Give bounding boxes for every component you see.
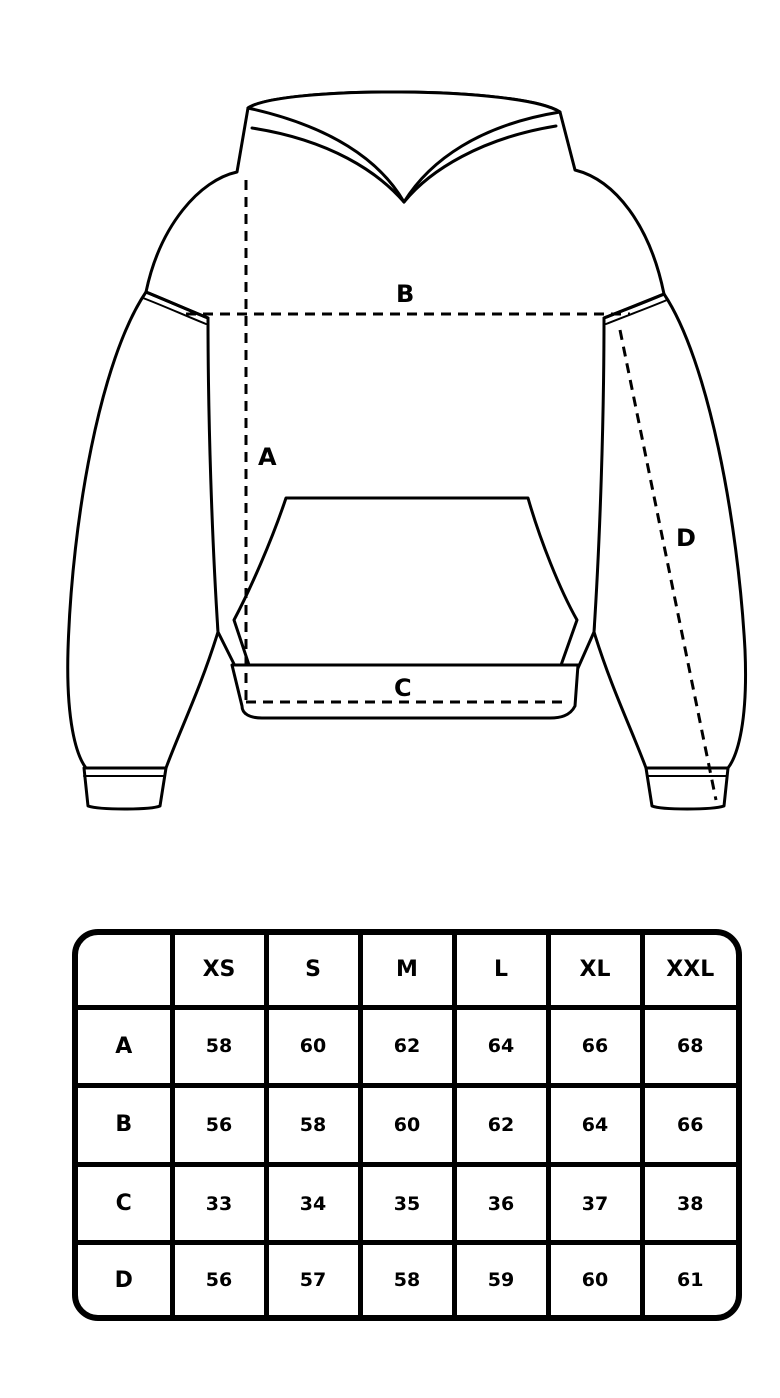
size-header: S [263, 935, 363, 1010]
table-cell: 37 [545, 1161, 645, 1246]
table-cell: 61 [639, 1240, 736, 1315]
row-label: A [78, 1004, 175, 1089]
size-header: XL [545, 935, 645, 1010]
row-label: B [78, 1083, 175, 1167]
label-a: A [258, 443, 277, 471]
table-cell: 64 [451, 1004, 551, 1089]
table-cell: 58 [169, 1004, 269, 1089]
table-row: A 58 60 62 64 66 68 [78, 1004, 736, 1089]
row-label: D [78, 1240, 175, 1315]
hood-opening [246, 90, 562, 204]
size-header: XXL [639, 935, 736, 1010]
table-cell: 36 [451, 1161, 551, 1246]
table-cell: 66 [639, 1083, 736, 1167]
table-cell: 60 [545, 1240, 645, 1315]
table-cell: 33 [169, 1161, 269, 1246]
table-cell: 64 [545, 1083, 645, 1167]
label-d: D [676, 524, 696, 552]
table-cell: 60 [357, 1083, 457, 1167]
table-cell: 68 [639, 1004, 736, 1089]
right-sleeve [592, 292, 747, 770]
size-header: XS [169, 935, 269, 1010]
table-header-row: XS S M L XL XXL [78, 935, 736, 1010]
left-sleeve [66, 290, 220, 770]
table-cell: 58 [357, 1240, 457, 1315]
left-cuff [82, 766, 168, 811]
table-cell: 57 [263, 1240, 363, 1315]
size-header: M [357, 935, 457, 1010]
size-header: L [451, 935, 551, 1010]
size-chart-table: XS S M L XL XXL A 58 60 62 64 66 68 B 56… [72, 929, 742, 1321]
table-cell: 66 [545, 1004, 645, 1089]
table-cell: 62 [357, 1004, 457, 1089]
right-cuff [644, 766, 730, 811]
table-cell: 56 [169, 1240, 269, 1315]
label-c: C [394, 674, 412, 702]
table-cell: 60 [263, 1004, 363, 1089]
table-cell: 58 [263, 1083, 363, 1167]
table-cell: 34 [263, 1161, 363, 1246]
table-cell: 35 [357, 1161, 457, 1246]
row-label: C [78, 1161, 175, 1246]
table-cell: 59 [451, 1240, 551, 1315]
table-cell: 56 [169, 1083, 269, 1167]
table-row: B 56 58 60 62 64 66 [78, 1083, 736, 1167]
measure-line-d [618, 329, 718, 801]
waistband [230, 663, 580, 720]
table-corner-cell [78, 935, 175, 1010]
table-cell: 38 [639, 1161, 736, 1246]
kangaroo-pocket [232, 496, 579, 670]
label-b: B [396, 280, 414, 308]
table-row: C 33 34 35 36 37 38 [78, 1161, 736, 1246]
hoodie-diagram: A B C D [66, 90, 747, 811]
table-cell: 62 [451, 1083, 551, 1167]
table-row: D 56 57 58 59 60 61 [78, 1240, 736, 1315]
